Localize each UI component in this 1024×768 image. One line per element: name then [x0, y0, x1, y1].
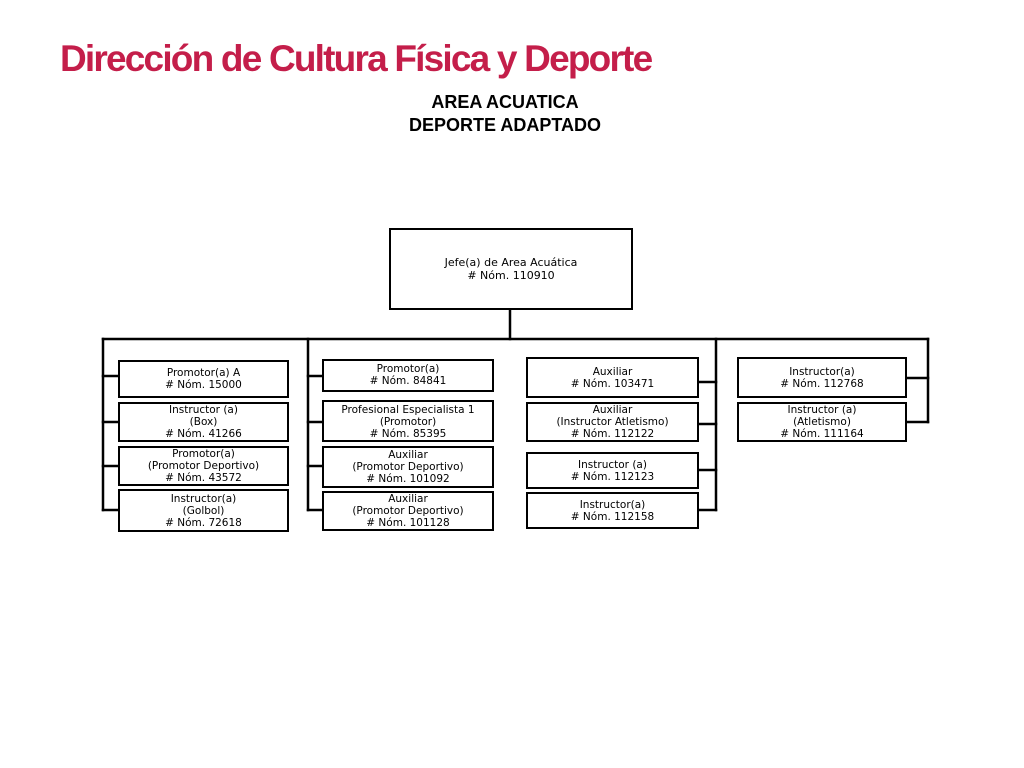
org-box-promotor-a: Promotor(a) A # Nóm. 15000 — [118, 360, 289, 398]
position-title: Instructor(a) — [789, 365, 855, 378]
position-nomina: # Nóm. 43572 — [165, 472, 242, 484]
position-detail: (Promotor Deportivo) — [352, 505, 464, 517]
position-title: Promotor(a) — [172, 448, 235, 460]
position-nomina: # Nóm. 112158 — [570, 510, 655, 523]
position-detail: (Promotor) — [379, 416, 437, 428]
position-detail: (Golbol) — [182, 504, 225, 517]
org-box-promotor: Promotor(a) # Nóm. 84841 — [322, 359, 494, 392]
position-title: Auxiliar — [592, 365, 633, 378]
position-nomina: # Nóm. 112122 — [570, 428, 655, 440]
position-nomina: # Nóm. 112768 — [780, 377, 864, 390]
position-detail: (Instructor Atletismo) — [556, 416, 669, 428]
org-box-instructor-golbol: Instructor(a) (Golbol) # Nóm. 72618 — [118, 489, 289, 532]
position-nomina: # Nóm. 110910 — [467, 269, 555, 282]
position-title: Promotor(a) — [376, 363, 440, 375]
page-title: Dirección de Cultura Física y Deporte — [60, 38, 653, 79]
position-nomina: # Nóm. 41266 — [165, 428, 242, 440]
position-detail: (Atletismo) — [793, 416, 851, 428]
position-nomina: # Nóm. 101092 — [366, 473, 450, 485]
area-subtitle: DEPORTE ADAPTADO — [408, 115, 601, 135]
position-title: Promotor(a) A — [166, 367, 241, 379]
org-box-jefe-area-acuatica: Jefe(a) de Area Acuática # Nóm. 110910 — [389, 228, 633, 310]
position-title: Jefe(a) de Area Acuática — [444, 256, 578, 269]
position-nomina: # Nóm. 101128 — [366, 517, 450, 529]
org-box-auxiliar-promotor-deportivo-2: Auxiliar (Promotor Deportivo) # Nóm. 101… — [322, 491, 494, 531]
area-title: AREA ACUATICA — [431, 92, 579, 112]
org-box-instructor-112768: Instructor(a) # Nóm. 112768 — [737, 357, 907, 398]
org-box-instructor-atletismo: Instructor (a) (Atletismo) # Nóm. 111164 — [737, 402, 907, 442]
position-title: Auxiliar — [388, 493, 428, 505]
org-box-instructor-112123: Instructor (a) # Nóm. 112123 — [526, 452, 699, 489]
position-nomina: # Nóm. 15000 — [165, 379, 242, 391]
position-title: Auxiliar — [388, 449, 428, 461]
position-nomina: # Nóm. 84841 — [369, 375, 447, 387]
position-nomina: # Nóm. 72618 — [165, 516, 242, 529]
position-title: Instructor (a) — [169, 404, 238, 416]
position-detail: (Promotor Deportivo) — [147, 460, 260, 472]
org-box-promotor-deportivo: Promotor(a) (Promotor Deportivo) # Nóm. … — [118, 446, 289, 486]
org-box-auxiliar: Auxiliar # Nóm. 103471 — [526, 357, 699, 398]
position-nomina: # Nóm. 103471 — [570, 377, 655, 390]
org-box-instructor-box: Instructor (a) (Box) # Nóm. 41266 — [118, 402, 289, 442]
position-title: Instructor (a) — [787, 404, 857, 416]
position-title: Instructor(a) — [579, 498, 646, 511]
position-title: Instructor (a) — [578, 458, 647, 471]
position-title: Auxiliar — [592, 404, 633, 416]
position-detail: (Box) — [189, 416, 218, 428]
position-title: Profesional Especialista 1 — [341, 404, 475, 416]
position-detail: (Promotor Deportivo) — [352, 461, 464, 473]
org-box-instructor-112158: Instructor(a) # Nóm. 112158 — [526, 492, 699, 529]
position-title: Instructor(a) — [170, 492, 237, 505]
org-box-auxiliar-instructor-atletismo: Auxiliar (Instructor Atletismo) # Nóm. 1… — [526, 402, 699, 442]
org-box-profesional-especialista: Profesional Especialista 1 (Promotor) # … — [322, 400, 494, 442]
org-box-auxiliar-promotor-deportivo: Auxiliar (Promotor Deportivo) # Nóm. 101… — [322, 446, 494, 488]
position-nomina: # Nóm. 112123 — [570, 470, 655, 483]
position-nomina: # Nóm. 85395 — [369, 428, 447, 440]
position-nomina: # Nóm. 111164 — [780, 428, 864, 440]
